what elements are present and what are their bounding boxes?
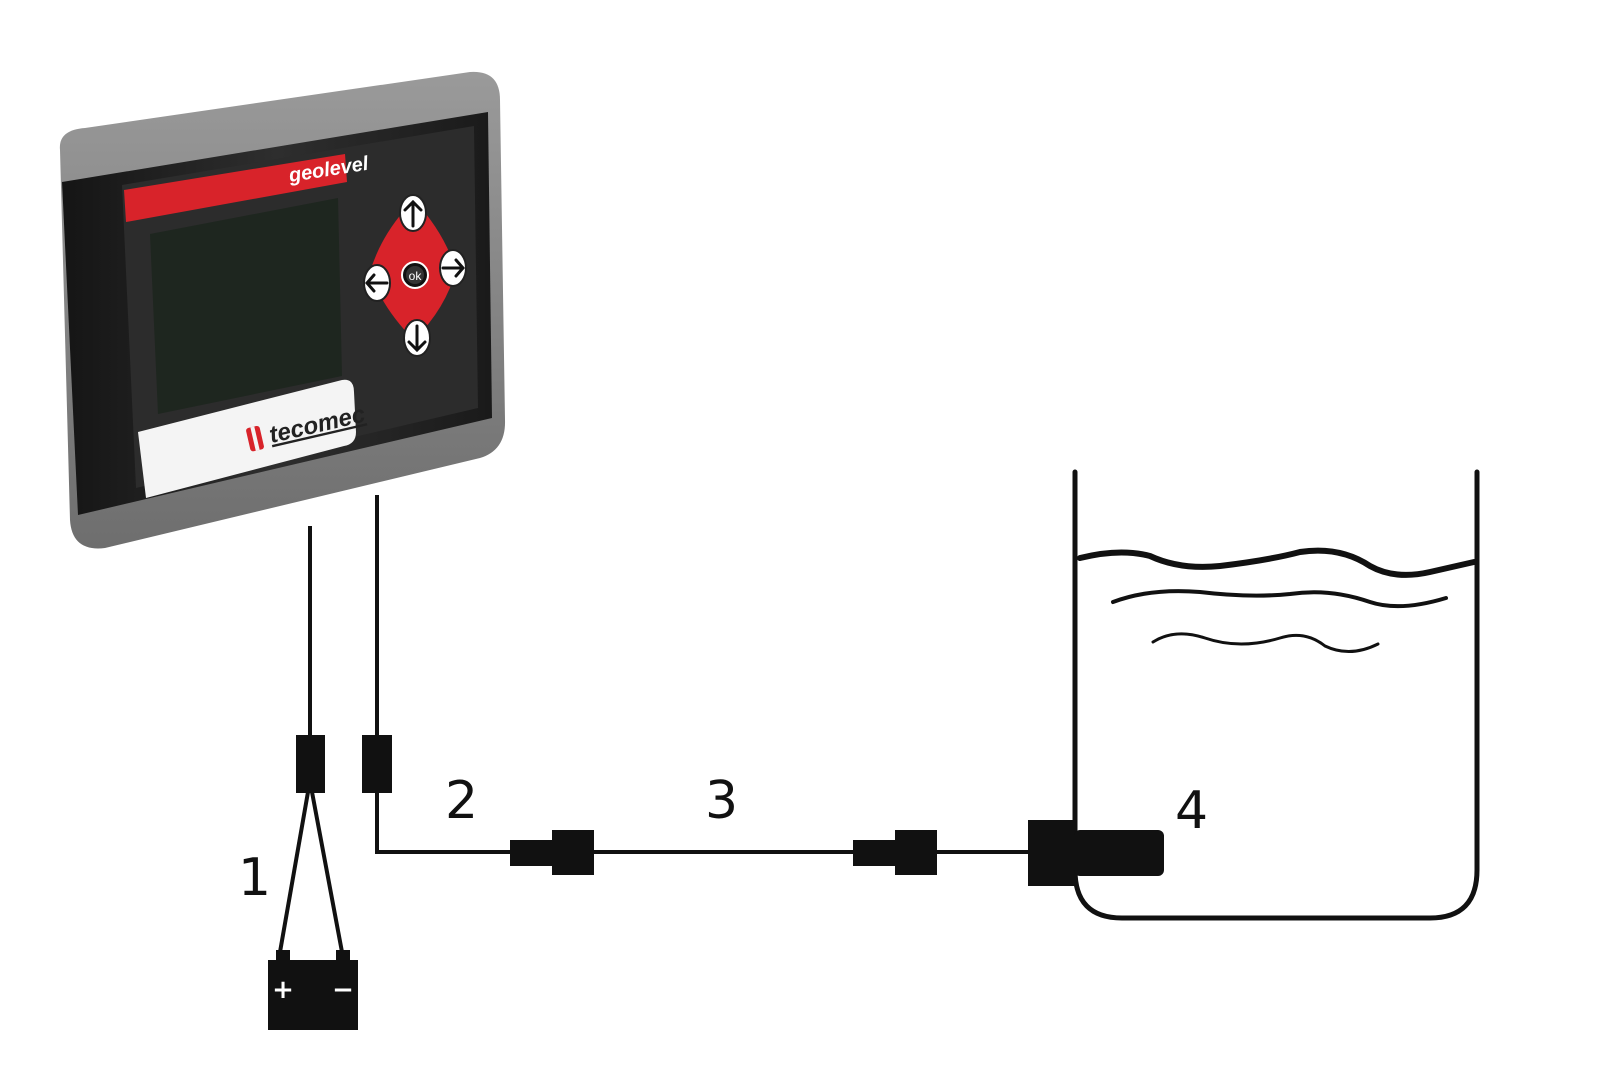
- ok-key-label: ok: [409, 269, 423, 283]
- callout-2: 2: [445, 771, 478, 831]
- battery-terminal-plus: [276, 950, 290, 962]
- keypad: ok: [363, 194, 467, 357]
- battery-terminal-minus: [336, 950, 350, 962]
- callout-4: 4: [1175, 781, 1208, 841]
- callout-1: 1: [238, 848, 271, 908]
- level-sensor: [1028, 820, 1164, 886]
- tank: [1072, 469, 1480, 921]
- control-unit: geolevel tecomec: [59, 71, 506, 549]
- battery-body: [268, 960, 358, 1030]
- arrow-left-key[interactable]: [363, 264, 391, 302]
- arrow-right-icon: [441, 258, 465, 278]
- label-plate: [138, 379, 356, 498]
- sensor-cable: [375, 495, 1030, 854]
- battery: + −: [268, 950, 358, 1030]
- liquid-wave-1: [1111, 589, 1448, 609]
- liquid-wave-2: [1151, 632, 1380, 653]
- arrow-up-key[interactable]: [399, 194, 427, 232]
- arrow-down-key[interactable]: [403, 319, 431, 357]
- battery-minus-label: −: [332, 975, 354, 1005]
- battery-plus-label: +: [272, 975, 294, 1005]
- ok-key[interactable]: ok: [401, 261, 429, 289]
- tank-outline: [1072, 469, 1480, 921]
- power-cable: [278, 526, 344, 953]
- power-cable-connector: [296, 735, 325, 793]
- sensor-cable-connector: [362, 735, 392, 793]
- arrow-left-icon: [365, 273, 389, 293]
- liquid-surface: [1077, 547, 1477, 578]
- arrow-right-key[interactable]: [439, 249, 467, 287]
- red-band: [124, 154, 347, 222]
- arrow-up-icon: [403, 199, 423, 228]
- callout-3: 3: [705, 771, 738, 831]
- lcd-screen: [150, 198, 342, 414]
- extension-connector-b: [853, 830, 937, 875]
- arrow-down-icon: [407, 324, 427, 353]
- extension-connector-a: [510, 830, 594, 875]
